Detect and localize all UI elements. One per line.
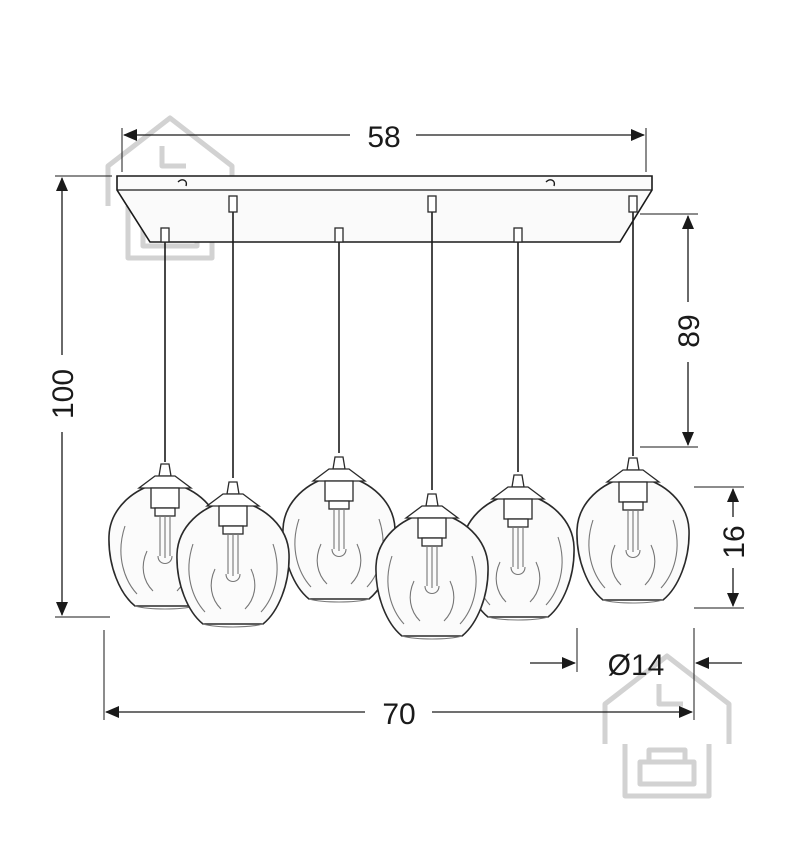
- dimension-width-total: 70: [103, 630, 695, 731]
- pendant-lamp: [576, 457, 690, 604]
- pendant-lamps: [108, 456, 690, 640]
- dimension-shade-diameter: Ø14: [530, 628, 742, 682]
- dimension-label: 70: [382, 698, 415, 731]
- dimension-label: 89: [673, 314, 706, 347]
- dimension-label: 16: [718, 525, 751, 558]
- dimension-width-top: 58: [121, 121, 647, 172]
- dimension-label: 58: [367, 121, 400, 154]
- dimension-label: 100: [47, 369, 80, 419]
- dimension-total-height: 100: [47, 175, 112, 618]
- dimension-label: Ø14: [608, 649, 665, 682]
- dimension-shade-height: 16: [694, 486, 751, 609]
- cords: [160, 195, 638, 490]
- dimension-cord-length: 89: [640, 213, 706, 448]
- ceiling-canopy: [116, 175, 653, 243]
